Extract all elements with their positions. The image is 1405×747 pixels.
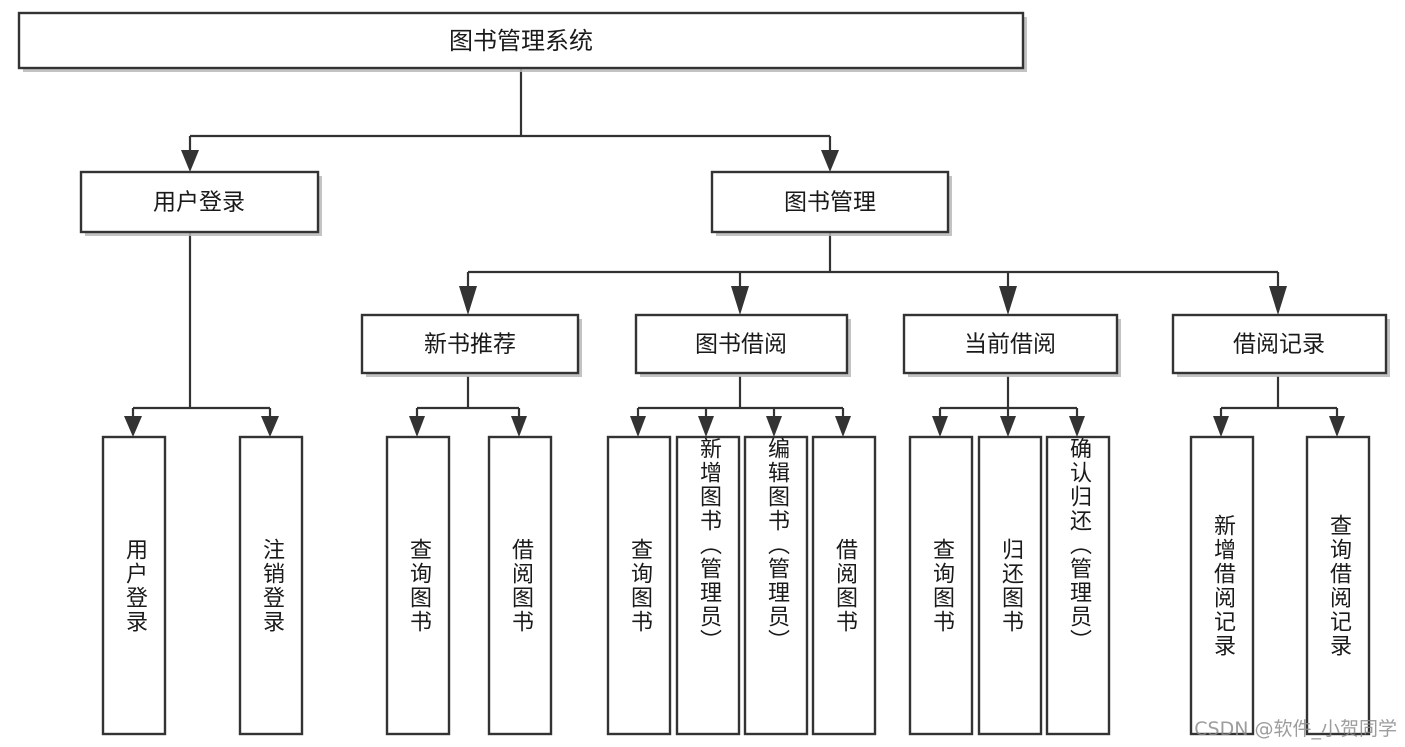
node-user-login[interactable]: 用户登录 (79, 170, 322, 236)
leaf-query-book-1-box[interactable] (385, 435, 451, 736)
arrow-to-book-borrow (731, 286, 749, 315)
leaf-return-book-box[interactable] (977, 435, 1043, 736)
csdn-watermark: CSDN @软件_小贺同学 (1194, 718, 1397, 740)
borrow-record-box[interactable] (1171, 313, 1388, 375)
leaf-query-record-box[interactable] (1305, 435, 1371, 736)
arrow-to-leaf-add-record (1213, 416, 1229, 437)
arrow-to-leaf-confirm-return (1069, 416, 1085, 437)
leaf-add-book-box[interactable] (675, 435, 741, 736)
arrow-to-leaf-add-book (698, 416, 714, 437)
user-login-box[interactable] (79, 170, 320, 234)
book-borrow-label: 图书借阅 (695, 332, 787, 358)
node-borrow-record[interactable]: 借阅记录 (1171, 313, 1390, 377)
leaf-logout-login-box[interactable] (238, 435, 304, 736)
arrow-to-leaf-edit-book (766, 416, 782, 437)
arrow-to-leaf-logout-login (261, 416, 279, 437)
root-label: 图书管理系统 (449, 27, 593, 55)
leaf-borrow-book-1-box[interactable] (487, 435, 553, 736)
leaf-box-group (101, 435, 1371, 736)
borrow-record-label: 借阅记录 (1233, 332, 1325, 358)
leaf-add-record-box[interactable] (1189, 435, 1255, 736)
node-book-borrow[interactable]: 图书借阅 (634, 313, 851, 377)
root-box[interactable] (17, 11, 1025, 70)
leaf-query-book-2-box[interactable] (606, 435, 672, 736)
arrow-to-leaf-user-login (124, 416, 142, 437)
node-book-manage[interactable]: 图书管理 (710, 170, 952, 236)
leaf-query-book-3-box[interactable] (908, 435, 974, 736)
edge-group (124, 69, 1345, 437)
new-book-recommend-label: 新书推荐 (424, 332, 516, 358)
book-borrow-box[interactable] (634, 313, 849, 375)
book-manage-label: 图书管理 (784, 190, 876, 216)
arrow-to-leaf-return-book (1000, 416, 1016, 437)
user-login-label: 用户登录 (153, 190, 245, 216)
leaf-borrow-book-2-box[interactable] (811, 435, 877, 736)
node-new-book-recommend[interactable]: 新书推荐 (360, 313, 582, 377)
arrow-to-leaf-query-book-2 (630, 416, 646, 437)
node-root[interactable]: 图书管理系统 (17, 11, 1027, 72)
current-borrow-box[interactable] (902, 313, 1119, 375)
arrow-to-leaf-query-record (1329, 416, 1345, 437)
arrow-to-new-book-recommend (459, 286, 477, 315)
leaf-confirm-return-box[interactable] (1045, 435, 1111, 736)
book-manage-box[interactable] (710, 170, 950, 234)
leaf-user-login-box[interactable] (101, 435, 167, 736)
arrow-to-current-borrow (999, 286, 1017, 315)
arrow-to-book-manage (821, 150, 839, 172)
arrow-to-leaf-borrow-book-1 (511, 416, 527, 437)
node-current-borrow[interactable]: 当前借阅 (902, 313, 1121, 377)
current-borrow-label: 当前借阅 (964, 332, 1056, 358)
arrow-to-user-login (181, 150, 199, 172)
arrow-to-leaf-borrow-book-2 (835, 416, 851, 437)
leaf-edit-book-box[interactable] (743, 435, 809, 736)
arrow-to-borrow-record (1269, 286, 1287, 315)
arrow-to-leaf-query-book-1 (409, 416, 425, 437)
arrow-to-leaf-query-book-3 (932, 416, 948, 437)
new-book-recommend-box[interactable] (360, 313, 580, 375)
